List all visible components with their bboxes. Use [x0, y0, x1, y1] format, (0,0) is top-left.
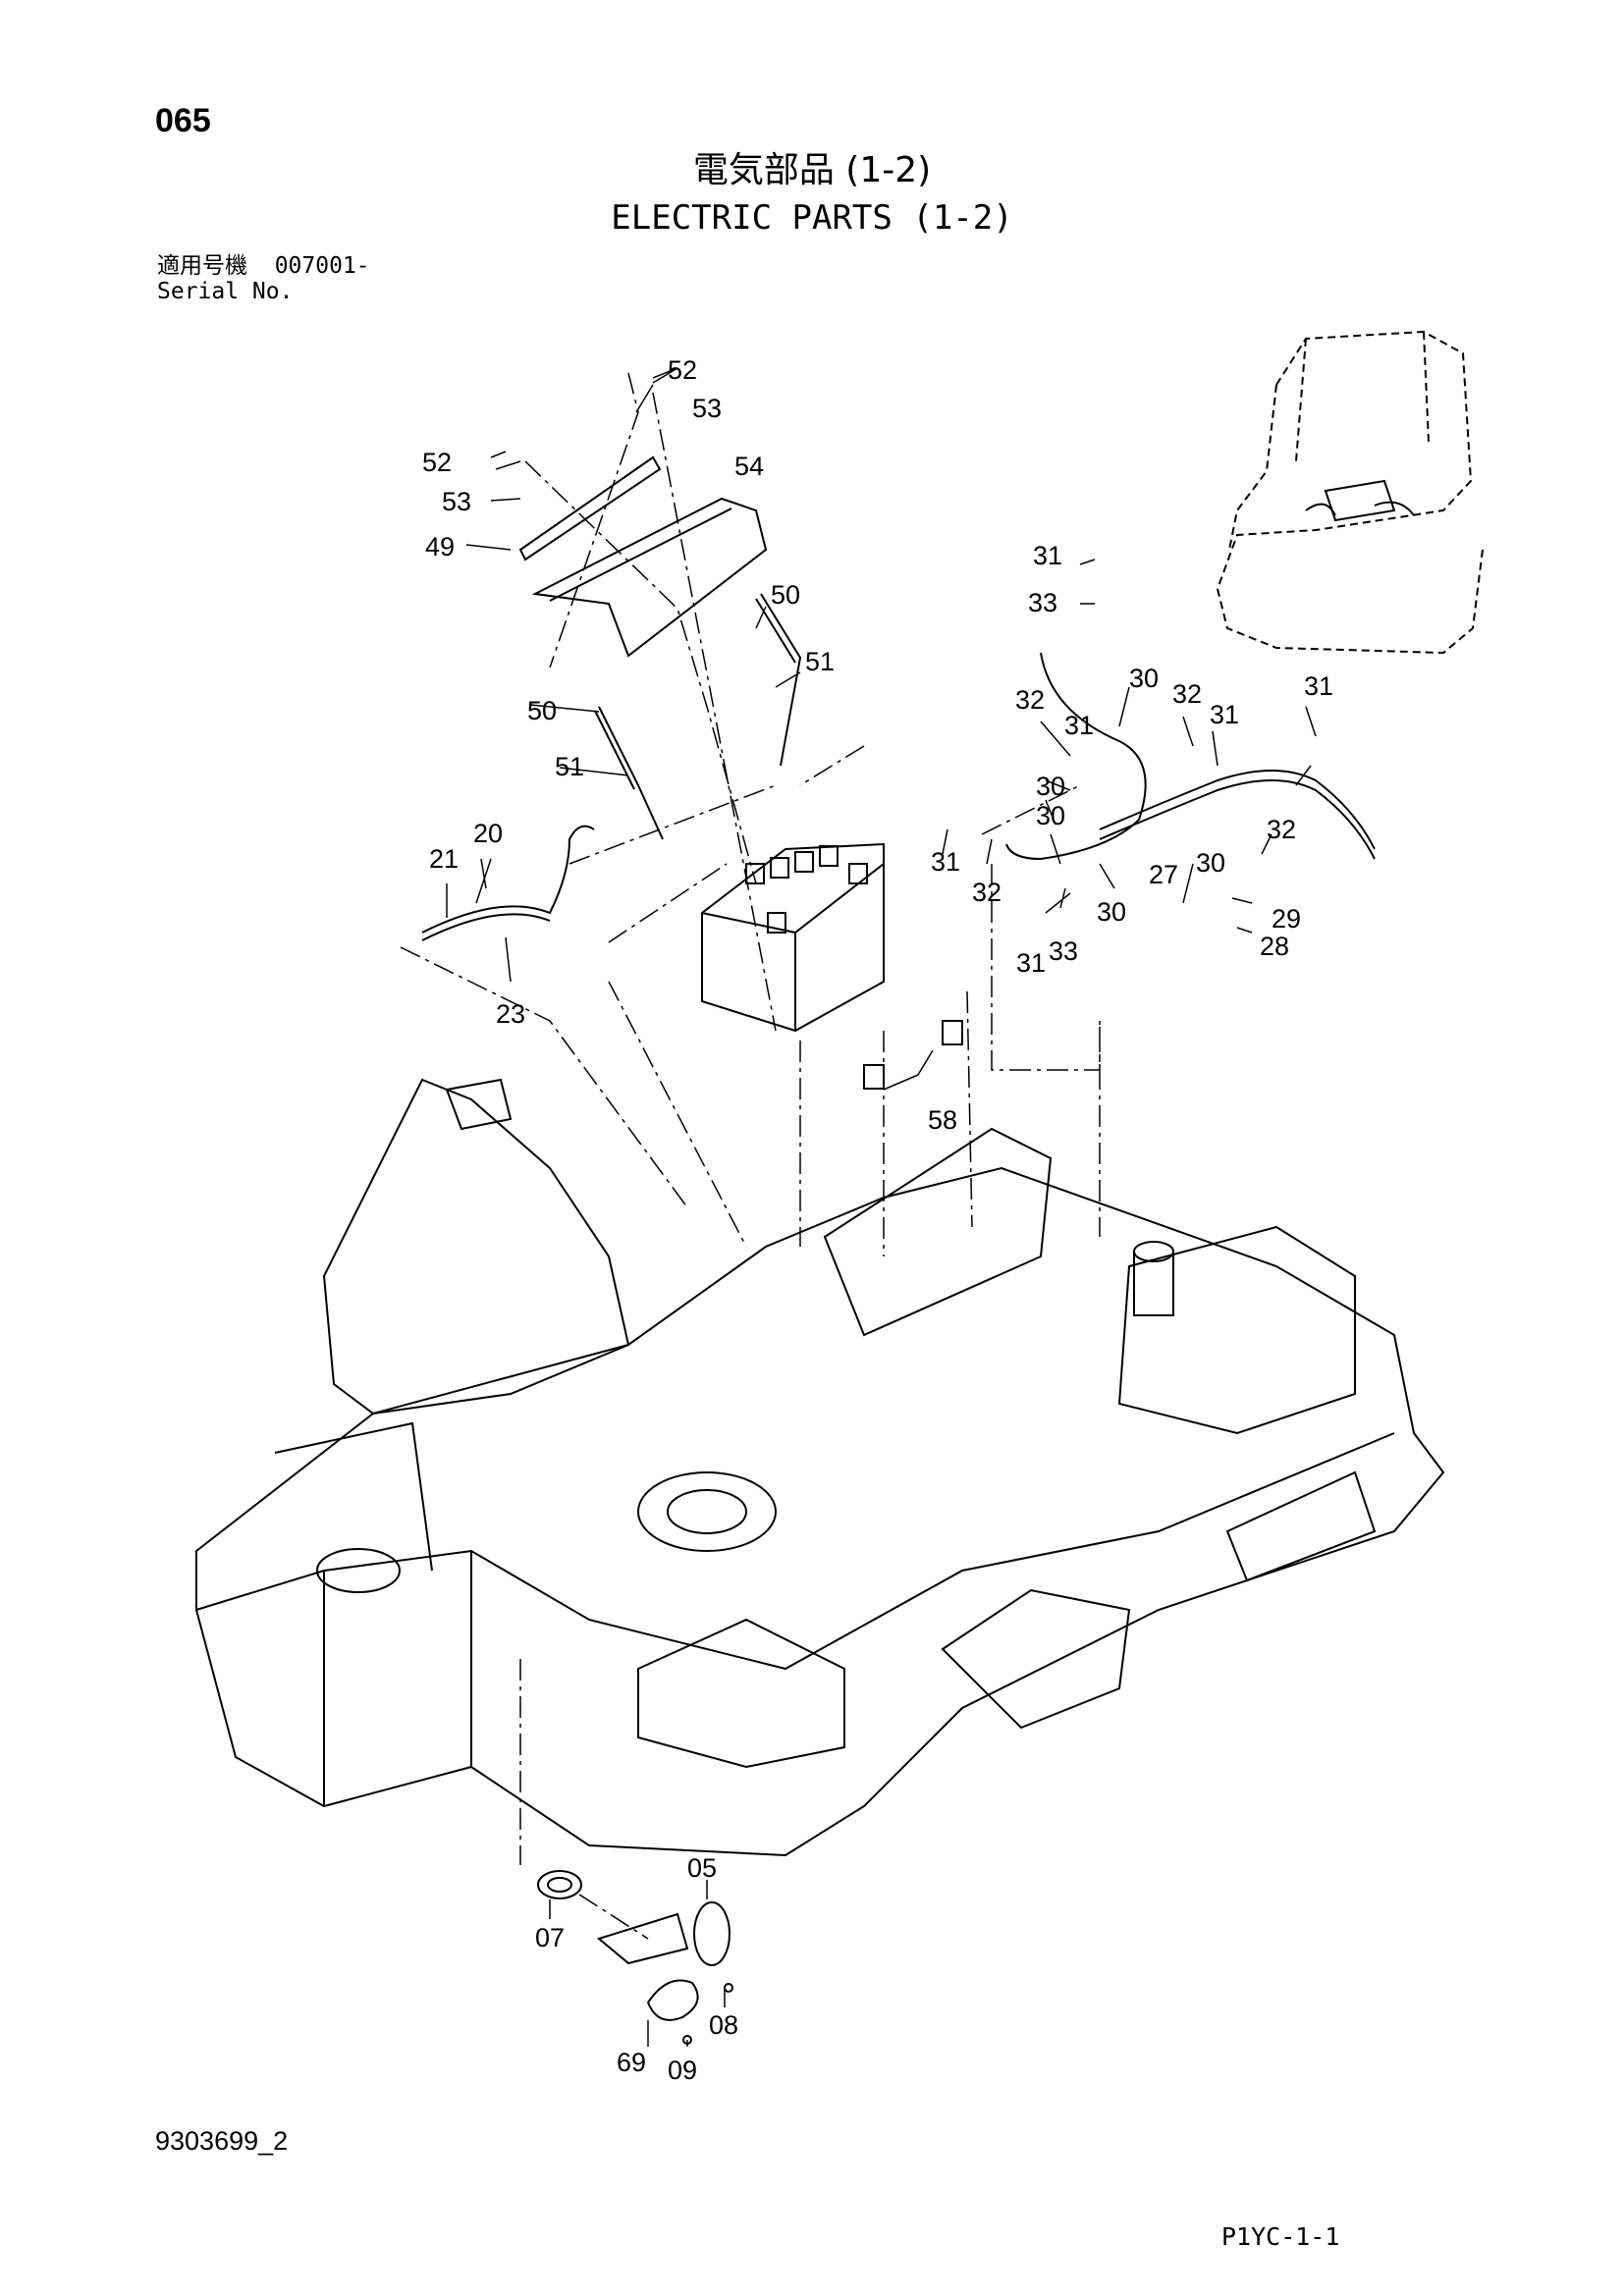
- callout-32-a: 32: [1015, 685, 1045, 715]
- callout-08: 08: [709, 2010, 738, 2040]
- main-harness: [1005, 652, 1376, 861]
- callout-51-right: 51: [805, 647, 835, 676]
- callout-labels: 52 53 52 53 54 49 50 51 50 51 20 21 23 5…: [422, 355, 1333, 2085]
- callout-32-b: 32: [1172, 679, 1202, 709]
- callout-07: 07: [535, 1923, 565, 1952]
- callout-58: 58: [928, 1105, 957, 1135]
- cab-thumbnail: [1216, 330, 1484, 655]
- callout-pointers: [446, 367, 1317, 2047]
- callout-31-b: 31: [1210, 700, 1239, 729]
- serial-value: 007001-: [274, 253, 370, 279]
- page-code: P1YC-1-1: [1221, 2222, 1340, 2251]
- callout-30-e: 30: [1196, 848, 1225, 878]
- ground-cable: [421, 825, 595, 941]
- title-block: 電気部品 (1-2) ELECTRIC PARTS (1-2): [0, 147, 1624, 241]
- callout-31-f: 31: [1016, 948, 1046, 978]
- upper-frame: [195, 1078, 1445, 1857]
- gas-springs: [594, 593, 802, 840]
- callout-31-e: 31: [931, 847, 960, 877]
- callout-52-top: 52: [668, 355, 697, 385]
- callout-51-left: 51: [555, 752, 584, 781]
- callout-31-c: 31: [1304, 671, 1333, 701]
- callout-32-c: 32: [1267, 815, 1296, 844]
- title-english: ELECTRIC PARTS (1-2): [611, 198, 1013, 238]
- callout-27: 27: [1149, 860, 1178, 889]
- callout-31-a: 31: [1033, 541, 1062, 570]
- document-id: 9303699_2: [155, 2126, 289, 2156]
- callout-50-right: 50: [771, 580, 800, 610]
- callout-30-a: 30: [1129, 664, 1159, 693]
- callout-49: 49: [425, 532, 455, 561]
- callout-29: 29: [1272, 904, 1301, 934]
- callout-53-top: 53: [692, 394, 722, 423]
- callout-09: 09: [668, 2056, 697, 2085]
- callout-50-left: 50: [527, 696, 557, 725]
- callout-21: 21: [429, 844, 459, 874]
- callout-52-left: 52: [422, 448, 452, 477]
- callout-28: 28: [1260, 932, 1289, 961]
- callout-30-d: 30: [1097, 897, 1126, 927]
- callout-53-left: 53: [442, 487, 471, 516]
- callout-54: 54: [734, 452, 764, 481]
- callout-30-c: 30: [1036, 801, 1065, 830]
- callout-20: 20: [473, 819, 503, 848]
- title-japanese: 電気部品 (1-2): [692, 150, 932, 190]
- callout-32-d: 32: [972, 878, 1001, 907]
- callout-33-a: 33: [1028, 588, 1057, 617]
- serial-block: 適用号機 007001- Serial No.: [157, 253, 370, 304]
- machine-outline-group: [195, 330, 1484, 2045]
- callout-30-b: 30: [1036, 772, 1065, 801]
- fuel-sender-parts: [537, 1870, 733, 2045]
- callout-33-b: 33: [1049, 936, 1078, 966]
- callout-05: 05: [687, 1853, 717, 1883]
- callout-31-d: 31: [1064, 711, 1094, 740]
- serial-row-jp: 適用号機 007001-: [157, 253, 370, 279]
- serial-label-en: Serial No.: [157, 279, 294, 304]
- battery-cover: [518, 455, 768, 658]
- battery-body: [701, 842, 963, 1090]
- callout-23: 23: [496, 999, 525, 1029]
- page-number: 065: [155, 102, 211, 139]
- serial-label-jp: 適用号機: [157, 253, 247, 279]
- callout-69: 69: [617, 2048, 646, 2077]
- leader-lines: [400, 372, 1101, 1940]
